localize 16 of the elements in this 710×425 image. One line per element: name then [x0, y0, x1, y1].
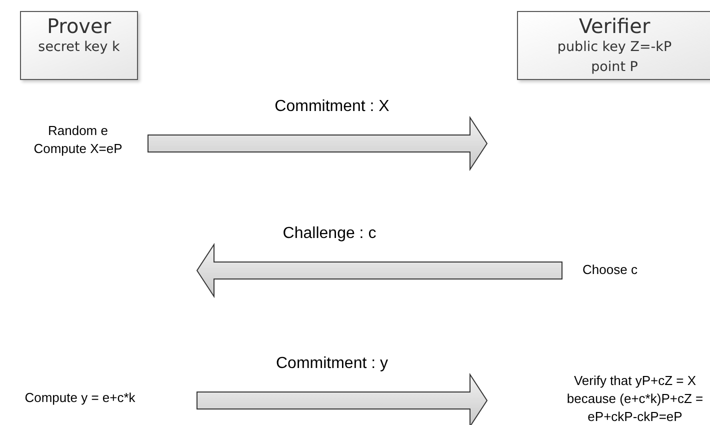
role-title: Prover: [46, 15, 112, 37]
step-text: Choose c: [582, 261, 638, 279]
edge-label: Commitment : X: [274, 98, 390, 116]
block-arrow: [196, 372, 488, 425]
role-box: [20, 11, 138, 80]
step-text: Compute y = e+c*k: [24, 389, 136, 407]
role-box: [517, 11, 710, 80]
step-text: Verify that yP+cZ = X because (e+c*k)P+cZ = eP+ckP-ckP=eP: [566, 372, 704, 425]
role-detail: secret key k: [37, 38, 121, 57]
edge-label: Commitment : y: [276, 354, 388, 372]
role-title: Verifier: [578, 15, 652, 37]
edge-label: Challenge : c: [282, 224, 376, 242]
step-text: Random e Compute X=eP: [32, 122, 124, 158]
role-detail: public key Z=-kP point P: [556, 38, 673, 77]
block-arrow: [196, 242, 562, 298]
block-arrow: [148, 116, 488, 172]
